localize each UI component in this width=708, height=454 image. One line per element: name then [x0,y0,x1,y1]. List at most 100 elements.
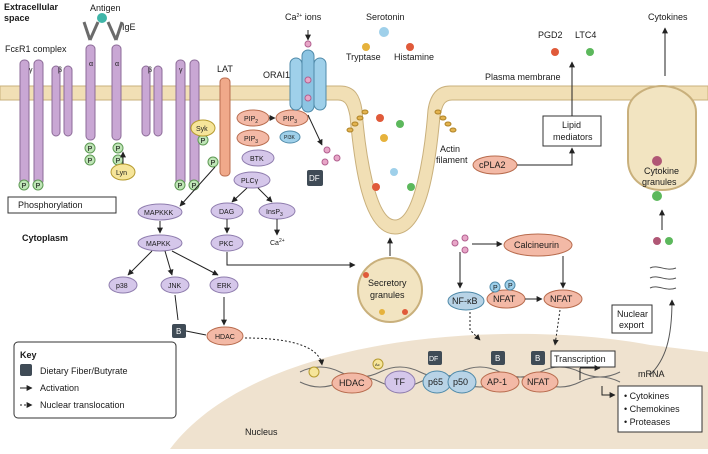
output-item: • Cytokines [624,391,670,401]
df-icon-nuclear [428,351,442,365]
df-icon [307,170,323,186]
hdac-node [206,326,244,346]
mrna-label: mRNA [638,369,665,379]
calcium-ions [304,40,341,166]
pgd2-label: PGD2 [538,30,563,40]
butyrate-icon [172,324,186,338]
beta-label: β [58,67,62,74]
outputs-box [617,385,703,433]
outputs-arrow [601,386,616,398]
extracellular-label-2: space [4,13,30,23]
btk-node [241,149,275,167]
nfkb-label: NF-κB [452,296,478,306]
cytokine-granule-vesicle [627,84,697,192]
tf-node [384,370,416,394]
nfat-active-node [543,289,583,309]
svg-text:P: P [178,183,183,190]
orai1-label: ORAI1 [263,70,290,80]
tryptase-label: Tryptase [346,52,381,62]
cpla2-label: cPLA2 [479,160,506,170]
actin-filament [346,109,457,133]
jnk-label: JNK [168,283,182,290]
svg-text:P: P [88,158,93,165]
antigen-label: Antigen [90,3,121,13]
tryptase-dot [362,43,370,51]
nucleus-label: Nucleus [245,427,278,437]
insp3-label: InsP3 [266,209,283,218]
p-circle-nfat-2 [504,279,516,291]
hdac-nuclear-node [331,372,373,394]
actin-label-2: filament [436,155,468,165]
nfat-nuclear-label: NFAT [527,377,550,387]
ltc4-dot [586,48,594,56]
histamine-label: Histamine [394,52,434,62]
svg-text:P: P [36,183,41,190]
alpha-label-2: α [115,61,119,68]
jnk-node [160,276,190,294]
ltc4-label: LTC4 [575,30,596,40]
fcer1-label: FcεR1 complex [5,44,67,54]
cytokine-dot [652,156,662,166]
dag-label: DAG [219,209,234,216]
plcy-node [233,171,271,189]
p65-label: p65 [428,377,443,387]
p-circles: P P P P P P P P P P [18,134,219,191]
gamma-label-2: γ [179,67,183,74]
key-box [13,341,177,419]
butyrate-label: B [176,327,181,336]
pi3k-node [279,130,301,144]
phosphorylation-box [7,196,117,214]
pkc-node [210,234,244,252]
acetyl-icon [308,366,320,378]
nfat-label: NFAT [493,294,516,304]
ap1-label: AP-1 [487,377,507,387]
nuclear-export-label-2: export [619,320,645,330]
svg-text:P: P [88,146,93,153]
nuclear-export-label: Nuclear [617,309,648,319]
key-item: Dietary Fiber/Butyrate [40,366,128,376]
acetyl-icon-2 [372,358,384,370]
secretory-label-2: granules [370,290,405,300]
ca-label: Ca2+ [270,238,285,247]
plc-arrows [224,115,356,268]
hdac-label: HDAC [215,334,235,341]
ap1-node [480,371,520,393]
svg-text:P: P [116,158,121,165]
serotonin-label: Serotonin [366,12,405,22]
calcium-ions-2 [451,234,469,254]
df-nuclear-label: DF [429,356,438,363]
ac-label: Ac [375,362,380,367]
nfkb-node [447,291,485,311]
plcy-label: PLCγ [241,178,259,185]
calcineurin-label: Calcineurin [514,240,559,250]
ca-ions-label: Ca2+ ions [285,12,322,22]
beta-label-2: β [148,67,152,74]
syk-label: Syk [196,126,208,133]
hdac-nuclear-label: HDAC [339,378,365,388]
butyrate-icon-nfat [531,351,545,365]
lipid-mediators-label-2: mediators [553,132,593,142]
transcription-box [550,350,616,368]
erk-node [209,276,239,294]
pip2-label: PIP2 [244,116,258,125]
pip3-node-2 [236,129,270,147]
hdac-translocation-arrow [244,337,325,366]
calcineurin-node [503,233,573,257]
erk-label: ERK [217,283,232,290]
svg-text:P: P [22,183,27,190]
p50-node [447,370,477,394]
output-item-2: • Chemokines [624,404,680,414]
ige-label: IgE [122,22,136,32]
plasma-membrane-label: Plasma membrane [485,72,561,82]
p38-node [108,276,138,294]
butyrate-nfat-label: B [535,354,540,363]
lipid-arrows [517,61,575,166]
pgd2-dot [551,48,559,56]
p50-label: p50 [453,377,468,387]
cytokine-granules-label-2: granules [642,177,677,187]
cytoplasm-label: Cytoplasm [22,233,68,243]
key-item-3: Nuclear translocation [40,400,125,410]
pkc-label: PKC [219,241,233,248]
btk-label: BTK [250,156,264,163]
